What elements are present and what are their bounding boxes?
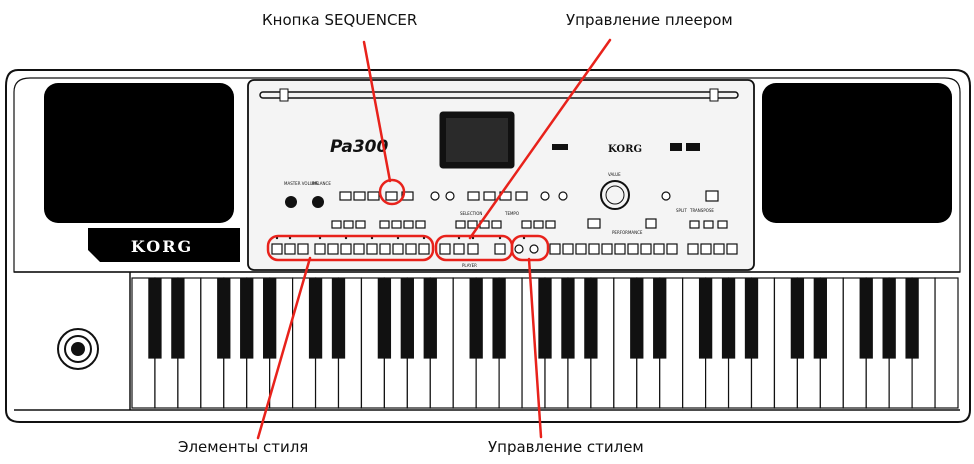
model-logo: Pa300 (330, 137, 389, 157)
white-key (935, 278, 958, 408)
black-key (814, 278, 827, 359)
balance-knob (312, 196, 324, 208)
black-key (791, 278, 804, 359)
svg-text:SPLIT: SPLIT (676, 208, 687, 213)
panel-korg-logo: KORG (608, 144, 642, 155)
black-key (171, 278, 184, 359)
svg-text:SELECTION: SELECTION (460, 211, 482, 216)
style-control-callout-label: Управление стилем (488, 438, 644, 456)
black-key (240, 278, 253, 359)
black-key (424, 278, 437, 359)
black-key (905, 278, 918, 359)
sequencer-callout-label: Кнопка SEQUENCER (262, 11, 417, 29)
black-key (309, 278, 322, 359)
korg-plate-logo: KORG (131, 237, 193, 256)
black-key (653, 278, 666, 359)
black-key (263, 278, 276, 359)
svg-text:VALUE: VALUE (608, 172, 621, 177)
black-key (883, 278, 896, 359)
black-key (561, 278, 574, 359)
korg-plate: KORG (88, 228, 240, 262)
black-key (332, 278, 345, 359)
svg-text:TEMPO: TEMPO (504, 211, 519, 216)
black-key (630, 278, 643, 359)
black-key (745, 278, 758, 359)
black-key (470, 278, 483, 359)
black-key (722, 278, 735, 359)
black-key (860, 278, 873, 359)
black-key (217, 278, 230, 359)
player-callout-label: Управление плеером (566, 11, 733, 29)
svg-text:PERFORMANCE: PERFORMANCE (612, 230, 643, 235)
style-elements-callout-label: Элементы стиля (178, 438, 308, 456)
joystick (58, 329, 98, 369)
right-speaker (762, 83, 952, 223)
black-key (148, 278, 161, 359)
control-panel: Pa300 KORG MASTER VOLUME BALANCE VALUE (248, 80, 754, 270)
svg-text:TRANSPOSE: TRANSPOSE (689, 208, 714, 213)
svg-text:BALANCE: BALANCE (312, 181, 331, 186)
black-key (538, 278, 551, 359)
keybed (132, 278, 958, 408)
black-key (401, 278, 414, 359)
svg-text:PLAYER: PLAYER (462, 263, 477, 268)
black-key (378, 278, 391, 359)
black-key (492, 278, 505, 359)
left-speaker (44, 83, 234, 223)
black-key (699, 278, 712, 359)
master-volume-knob (285, 196, 297, 208)
black-key (584, 278, 597, 359)
